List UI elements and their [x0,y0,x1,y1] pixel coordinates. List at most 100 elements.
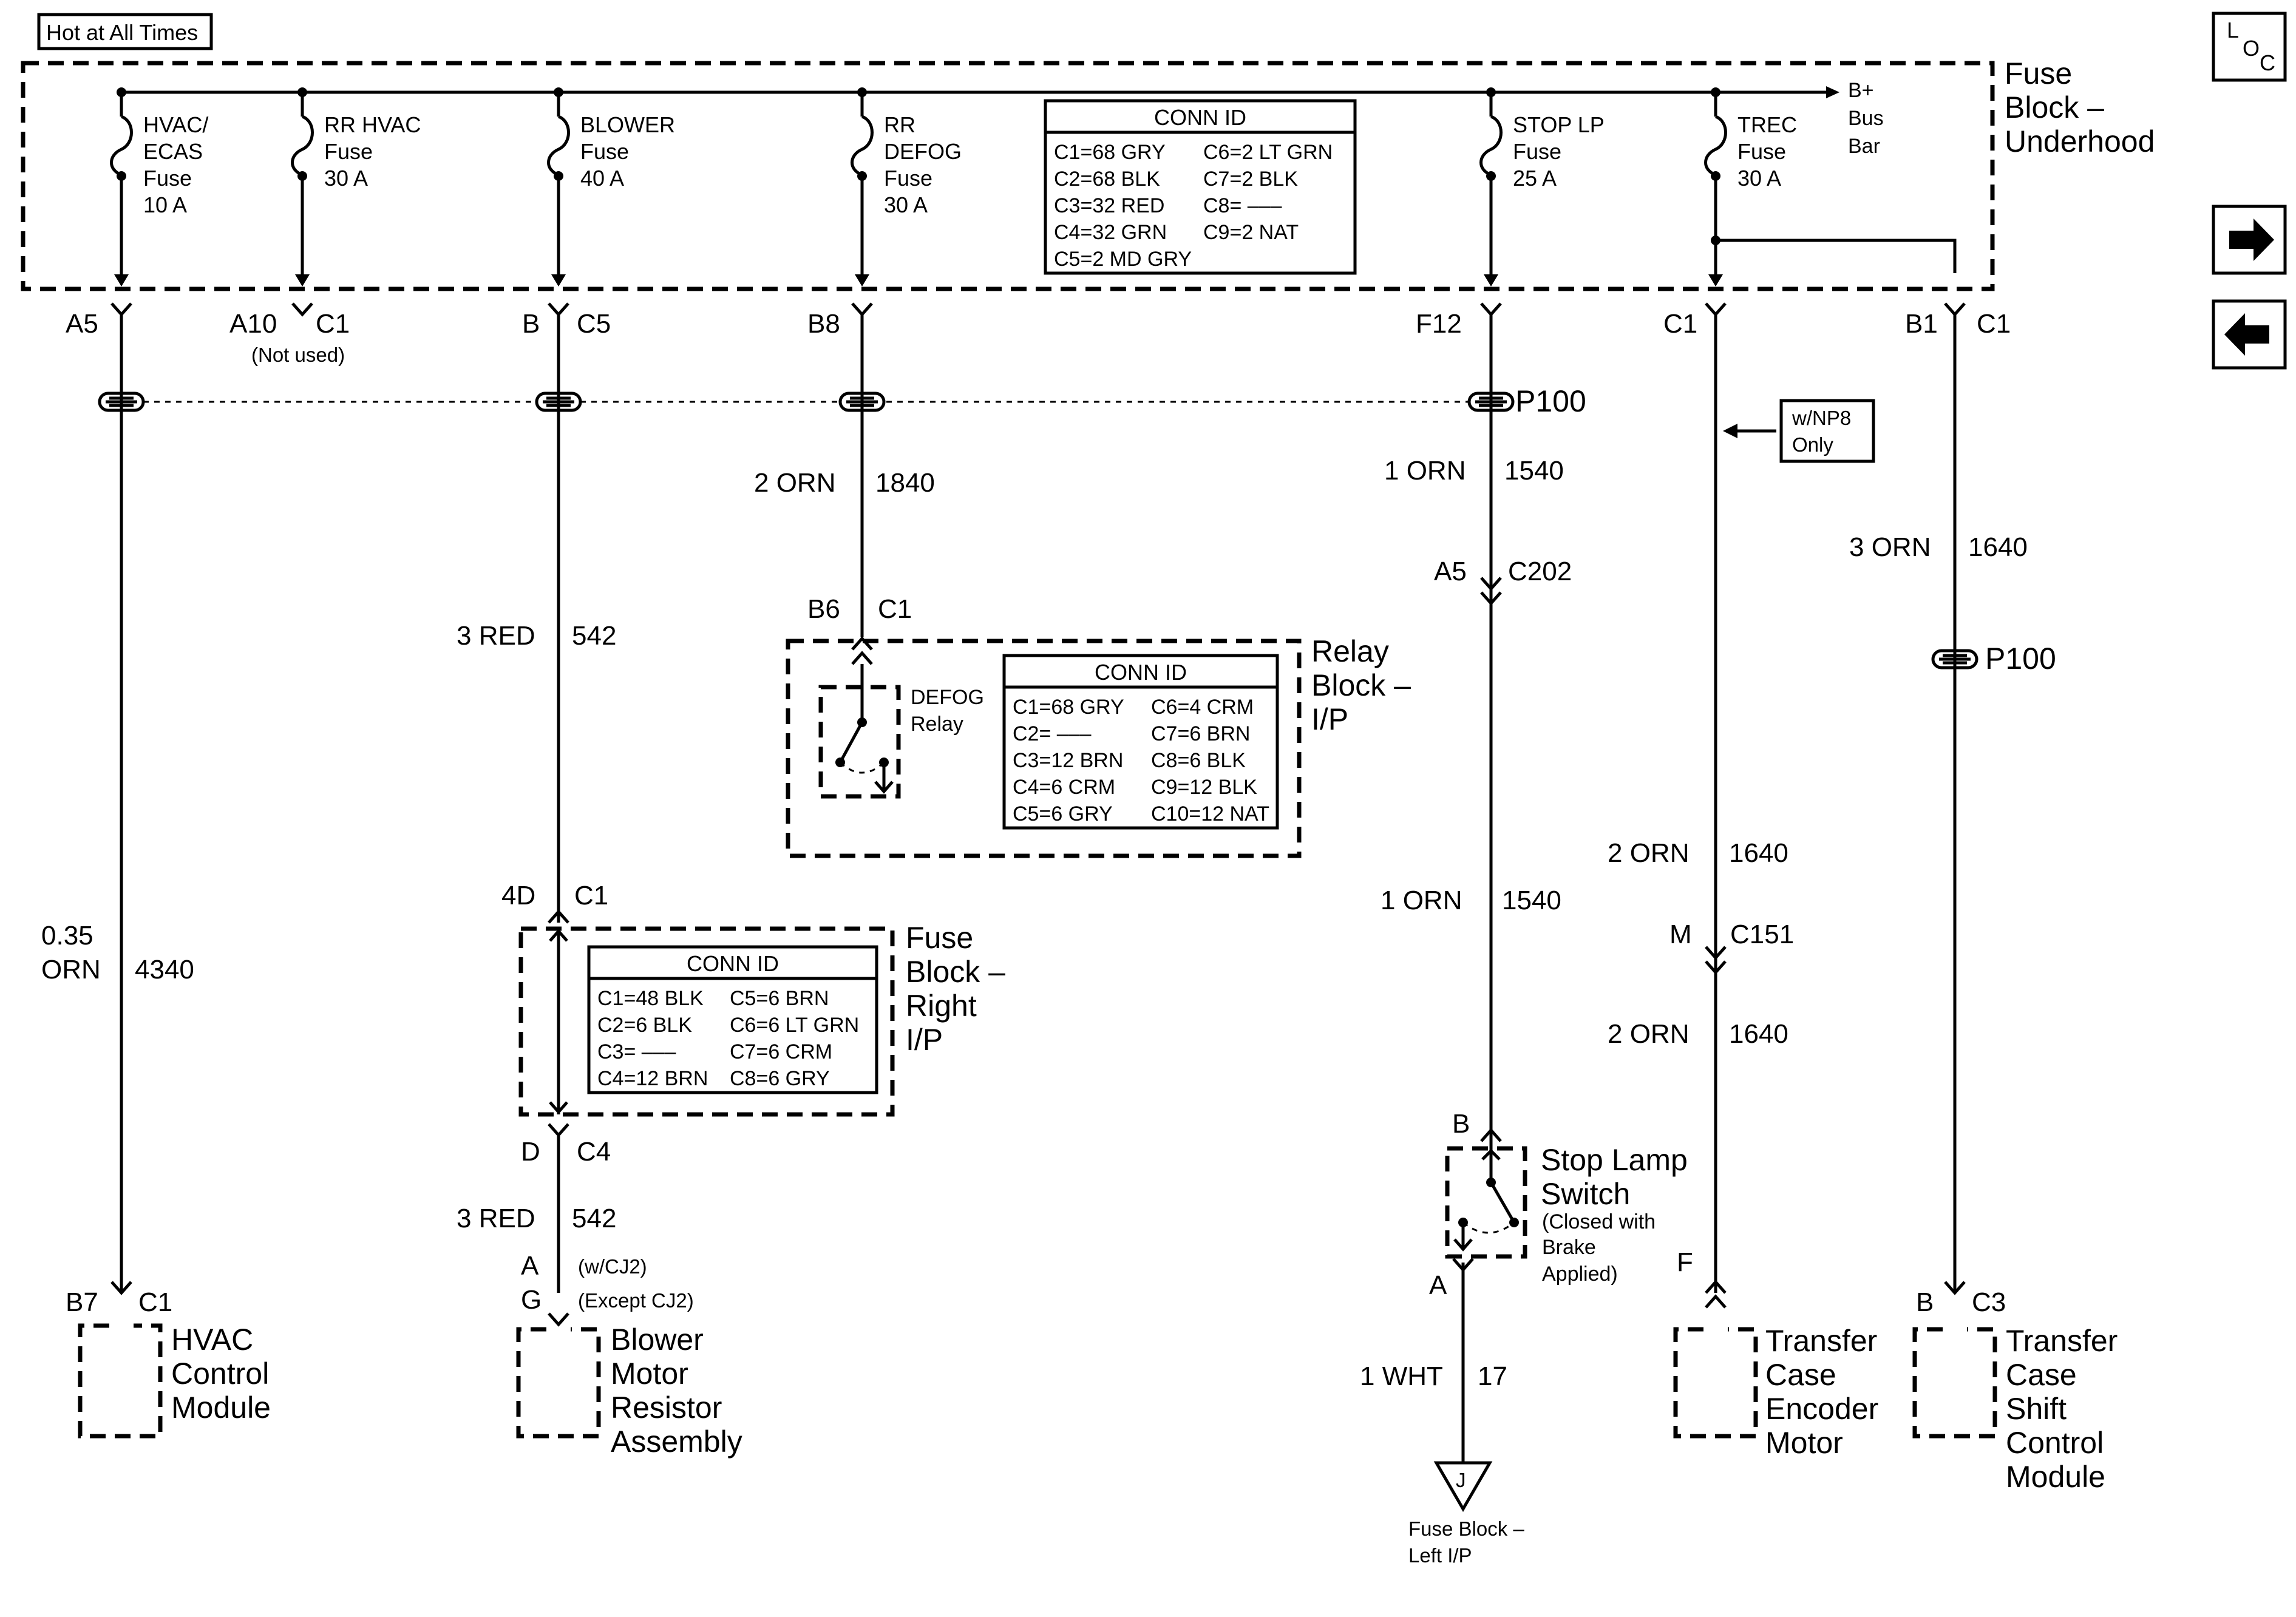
svg-text:(w/CJ2): (w/CJ2) [578,1255,647,1278]
svg-text:1 WHT: 1 WHT [1360,1361,1443,1391]
svg-text:1 ORN: 1 ORN [1384,456,1466,486]
fuse-label-line: 30 A [884,192,928,217]
fuse-label-line: ECAS [143,139,203,164]
hvac-control-module: B7 C1 HVAC Control Module [66,1281,271,1439]
svg-text:1540: 1540 [1504,456,1564,486]
svg-text:A10: A10 [229,309,277,339]
conn-id-cell: C9=12 BLK [1151,776,1257,799]
fuse-label-line: TREC [1737,112,1797,137]
loc-letter-c: C [2260,50,2275,75]
previous-page-button[interactable] [2212,299,2287,370]
svg-text:Motor: Motor [1765,1426,1843,1460]
svg-text:G: G [521,1285,542,1315]
svg-text:Block –: Block – [2005,90,2104,124]
conn-id-title: CONN ID [1095,660,1187,685]
inline-connectors: P100 [98,392,2056,676]
conn-id-cell: C3= ––– [597,1040,676,1063]
vertical-wires [120,314,1957,1463]
conn-id-cell: C9=2 NAT [1203,221,1299,244]
fuse-label-line: 10 A [143,192,187,217]
svg-text:A5: A5 [1434,557,1467,586]
fuse-block-underhood-outline [21,61,1995,291]
svg-text:Bus: Bus [1848,107,1884,130]
svg-text:2 ORN: 2 ORN [1608,1019,1689,1049]
svg-text:1640: 1640 [1729,1019,1788,1049]
svg-text:Underhood: Underhood [2005,124,2155,158]
arrow-right-icon [2229,219,2274,261]
svg-text:Case: Case [2006,1358,2077,1392]
svg-text:Stop Lamp: Stop Lamp [1541,1143,1688,1177]
svg-text:0.35: 0.35 [41,921,93,951]
fuse-label-line: Fuse [143,166,192,191]
fuse-label-line: Fuse [884,166,932,191]
fuse-label-line: Fuse [1737,139,1786,164]
fuse-label-line: BLOWER [580,112,675,137]
svg-text:(Closed with: (Closed with [1542,1210,1656,1233]
conn-id-cell: C7=2 BLK [1203,168,1298,191]
svg-text:Fuse Block –: Fuse Block – [1408,1517,1524,1540]
svg-text:Module: Module [171,1391,271,1425]
svg-text:J: J [1456,1469,1466,1491]
blower-motor-resistor-assembly: A (w/CJ2) G (Except CJ2) Blower Motor Re… [516,1251,742,1459]
conn-id-cell: C3=32 RED [1054,194,1164,217]
loc-letter-l: L [2227,18,2239,42]
conn-id-title: CONN ID [1154,105,1246,130]
svg-text:1640: 1640 [1729,838,1788,868]
svg-text:Module: Module [2006,1460,2105,1494]
svg-text:Transfer: Transfer [1765,1324,1877,1358]
fuse-label-line: HVAC/ [143,112,208,137]
fuse-label-line: Fuse [580,139,629,164]
svg-text:Control: Control [171,1357,269,1391]
svg-text:C1: C1 [316,309,350,339]
trec-branch [1711,236,1957,273]
fuse-label-line: Fuse [1513,139,1561,164]
svg-text:B: B [1452,1109,1470,1139]
svg-text:HVAC: HVAC [171,1323,253,1357]
svg-text:(Not used): (Not used) [251,344,345,366]
svg-text:DEFOG: DEFOG [911,686,984,709]
svg-text:1 ORN: 1 ORN [1381,886,1462,915]
terminal-labels: A5 A10 C1 (Not used) B C5 B8 F12 C1 B1 C… [66,309,2011,366]
svg-text:Motor: Motor [611,1357,688,1391]
conn-id-cell: C6=4 CRM [1151,696,1254,719]
svg-text:B: B [522,309,540,339]
next-page-button[interactable] [2212,205,2287,275]
svg-text:2 ORN: 2 ORN [754,468,835,498]
svg-text:Fuse: Fuse [906,921,973,955]
svg-text:B: B [1916,1287,1934,1317]
svg-text:2 ORN: 2 ORN [1608,838,1689,868]
loc-letter-o: O [2243,36,2260,61]
svg-text:I/P: I/P [906,1023,943,1057]
svg-text:F12: F12 [1416,309,1462,339]
svg-text:F: F [1677,1247,1693,1277]
svg-text:1840: 1840 [875,468,935,498]
p100-label-2: P100 [1985,642,2056,676]
svg-text:3 RED: 3 RED [457,621,535,651]
svg-text:Relay: Relay [1311,634,1389,668]
fuse-label-line: 30 A [1737,166,1781,191]
svg-text:1640: 1640 [1968,532,2028,562]
svg-text:Assembly: Assembly [611,1425,742,1459]
svg-text:B1: B1 [1905,309,1938,339]
loc-button[interactable]: L O C [2212,12,2287,82]
svg-text:Relay: Relay [911,713,963,736]
conn-id-cell: C8= ––– [1203,194,1282,217]
svg-text:P100: P100 [1515,384,1586,418]
svg-text:Right: Right [906,989,977,1023]
fuse-block-right-ip: 4D C1 Fuse Block – Right I/P D C4 [501,881,1005,1167]
fuse-label-line: Fuse [324,139,373,164]
conn-id-cell: C7=6 CRM [730,1040,832,1063]
svg-text:3 RED: 3 RED [457,1204,535,1233]
svg-text:Case: Case [1765,1358,1836,1392]
svg-text:C1: C1 [878,594,912,624]
conn-id-cell: C1=68 GRY [1013,696,1124,719]
svg-text:A: A [521,1251,539,1281]
svg-text:ORN: ORN [41,955,101,985]
conn-id-cell: C6=6 LT GRN [730,1014,859,1037]
svg-text:B6: B6 [807,594,840,624]
